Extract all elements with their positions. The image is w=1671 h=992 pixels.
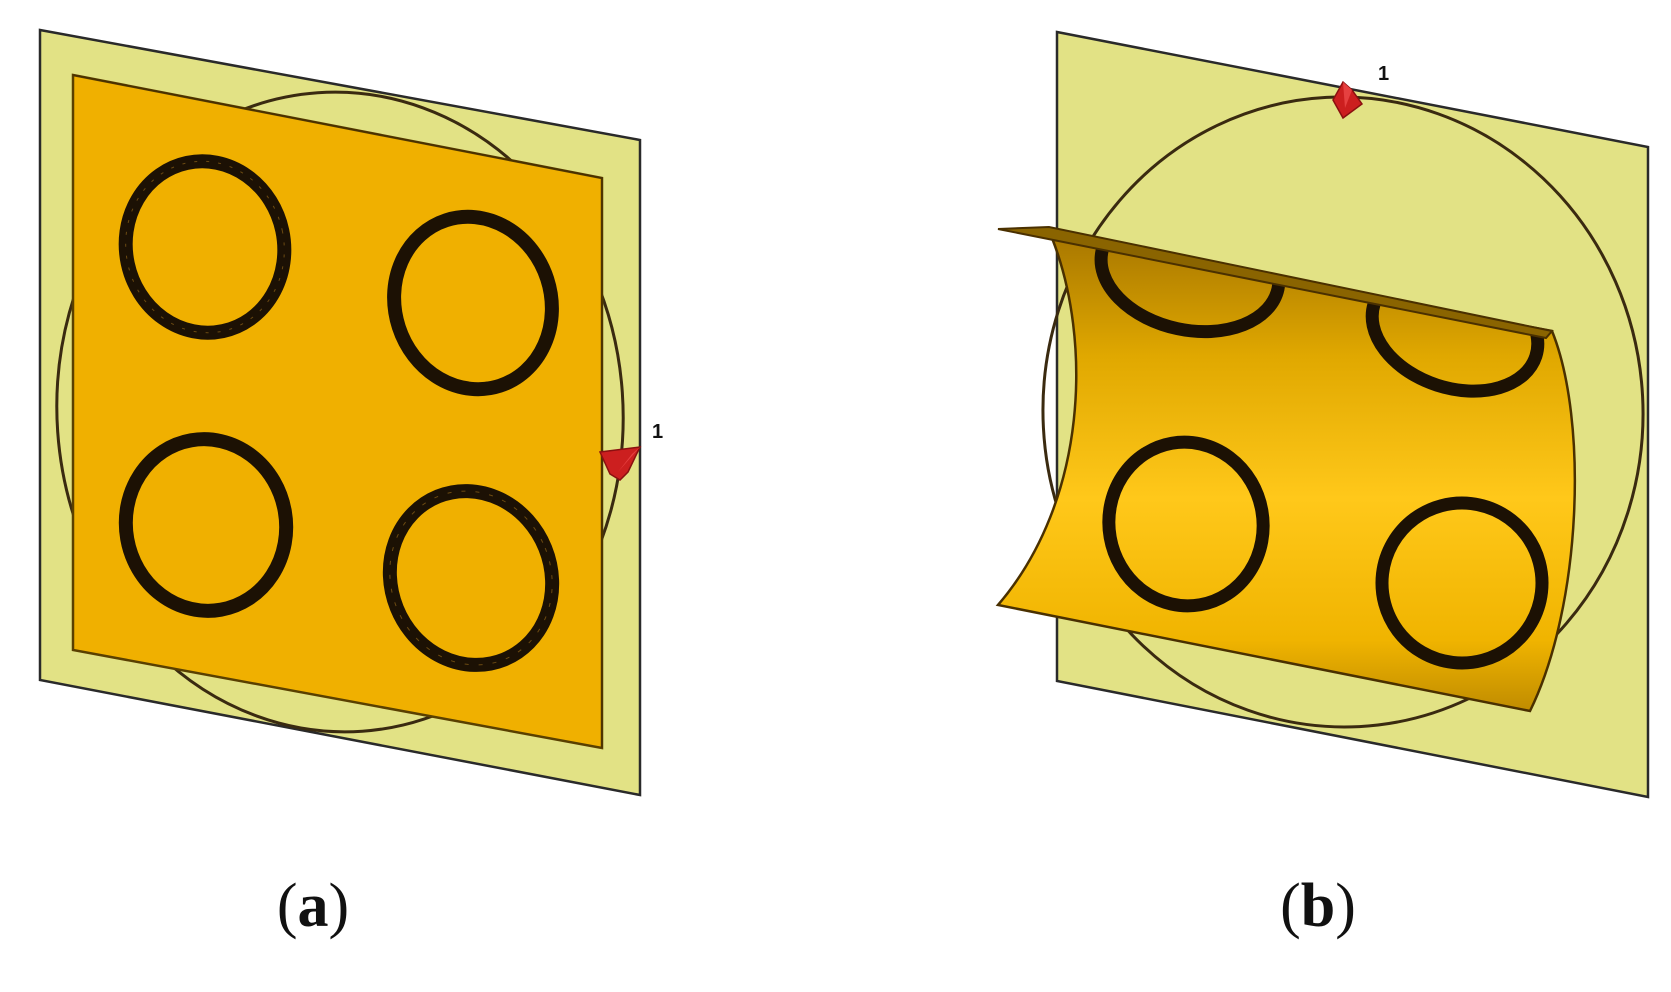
panel-b-port-label: 1 bbox=[1378, 63, 1389, 85]
panel-b-patch-top-edge bbox=[997, 225, 1554, 340]
panel-a-ring-top-right bbox=[387, 209, 559, 397]
port-arrow-icon bbox=[598, 446, 642, 481]
panel-a-ground-circle bbox=[55, 90, 625, 734]
panel-b-ring-top-left bbox=[1094, 238, 1286, 339]
panel-a-port-label: 1 bbox=[652, 421, 663, 443]
panel-a-ring-bottom-left bbox=[118, 432, 294, 618]
port-arrow-icon bbox=[1332, 80, 1364, 120]
panel-b-caption: (b) bbox=[1280, 872, 1356, 940]
panel-b-ring-bottom-left bbox=[1102, 435, 1270, 613]
panel-b-ground-circle bbox=[1041, 95, 1645, 729]
panel-b-ring-bottom-right bbox=[1375, 496, 1549, 670]
panel-a-caption: (a) bbox=[276, 872, 350, 940]
panel-a-flat-antenna: 1 bbox=[38, 28, 663, 797]
panel-a-patch-inner-edge bbox=[72, 74, 603, 748]
panel-b-curved-antenna: 1 bbox=[995, 30, 1650, 799]
